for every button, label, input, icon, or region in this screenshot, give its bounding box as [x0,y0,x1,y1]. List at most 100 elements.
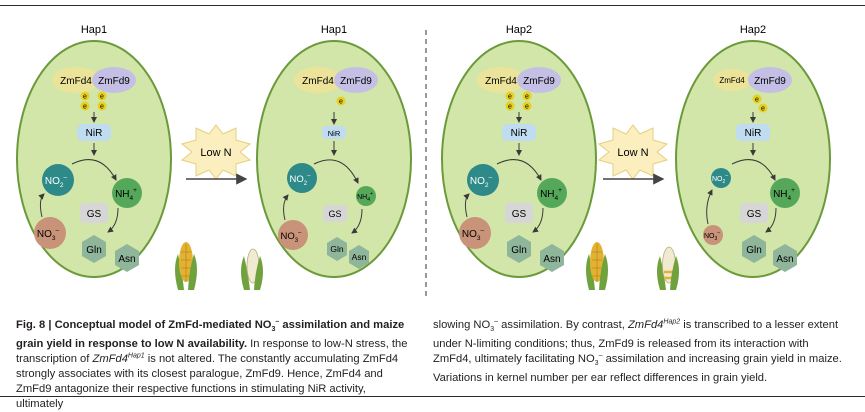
figure-title: Conceptual model of ZmFd-mediated NO3– a… [16,318,405,351]
ammonium-molecule [537,178,567,208]
nir-enzyme [77,124,111,141]
electron-label: e [83,94,87,101]
electron-group: e e e e [505,91,532,111]
gene-name: ZmFd4Hap2 [627,318,681,331]
cell-panel-hap1-control: Hap1 ZmFd4 ZmFd9 e e e e NiR NO2– NH4+ G… [16,24,197,290]
zmfd4-protein [294,67,342,93]
nitrite-label: NO2– [45,174,68,189]
figure-label: Fig. 8 | [16,319,55,331]
nitrite-label: NO2– [712,173,728,185]
ammonium-molecule [112,178,142,208]
zmfd9-protein [92,67,136,93]
ammonium-label: NH4+ [115,187,137,202]
electron-group: e e e e [80,91,107,111]
gene-name: ZmFd4Hap1 [92,352,145,366]
electron [522,101,532,111]
top-rule [0,5,865,6]
maize-ear-icon [175,242,197,290]
electron-label: e [755,97,759,104]
nitrate-molecule [703,225,723,245]
asparagine-label: Asn [776,254,793,265]
nitrite-molecule [287,163,317,193]
gs-enzyme [505,203,533,223]
ammonium-molecule [356,186,376,206]
nir-label: NiR [86,128,103,139]
zmfd9-label: ZmFd9 [98,76,130,87]
glutamine-label: Gln [511,245,527,256]
nir-enzyme [322,126,346,139]
gs-enzyme [740,203,768,223]
nir-label: NiR [328,129,341,138]
zmfd4-label: ZmFd4 [485,76,517,87]
electron-group: e e [752,94,768,113]
electron [97,101,107,111]
nitrite-label: NO2– [290,173,312,187]
nir-label: NiR [511,128,528,139]
zmfd4-protein [477,67,525,93]
electron-label: e [761,106,765,113]
electron-label: e [508,94,512,101]
low-n-stimulus-1: Low N [180,124,252,185]
electron [80,91,90,101]
gs-label: GS [328,209,341,219]
asparagine-molecule [115,244,139,272]
electron-label: e [525,104,529,111]
electron-label: e [339,99,343,106]
gs-enzyme [80,203,108,223]
nitrite-label: NO2– [470,174,493,189]
haplotype-label: Hap1 [81,24,107,36]
gs-enzyme [323,205,347,222]
electron-label: e [83,104,87,111]
asparagine-molecule [349,245,369,269]
ammonium-label: NH4+ [540,187,562,202]
electron [505,101,515,111]
low-n-stimulus-2: Low N [597,124,669,185]
zmfd4-protein [713,69,751,91]
electron [505,91,515,101]
haplotype-label: Hap2 [740,24,766,36]
gs-label: GS [87,209,102,220]
glutamine-molecule [327,237,347,261]
asparagine-molecule [773,244,797,272]
nitrate-molecule [34,217,66,249]
electron [97,91,107,101]
nitrate-label: NO3– [462,227,485,242]
asparagine-label: Asn [543,254,560,265]
nitrate-label: NO3– [704,230,720,242]
nir-enzyme [502,124,536,141]
electron [752,94,762,104]
zmfd4-label: ZmFd4 [719,76,745,85]
glutamine-molecule [507,235,531,263]
nir-enzyme [736,124,770,141]
low-n-label: Low N [200,147,231,159]
gs-label: GS [512,209,527,220]
maize-ear-icon [657,246,679,290]
electron [80,101,90,111]
electron-label: e [508,104,512,111]
zmfd9-label: ZmFd9 [754,76,786,87]
electron-label: e [525,94,529,101]
asparagine-label: Asn [352,252,367,262]
figure-caption-right: slowing NO3– assimilation. By contrast, … [433,318,842,385]
electron-label: e [100,94,104,101]
electron [758,103,768,113]
nitrite-molecule [42,164,74,196]
nir-label: NiR [745,128,762,139]
glutamine-label: Gln [86,245,102,256]
gs-label: GS [747,209,762,220]
nitrite-molecule [467,164,499,196]
nitrite-molecule [711,168,731,188]
zmfd4-label: ZmFd4 [60,76,92,87]
zmfd4-label: ZmFd4 [302,76,334,87]
zmfd4-protein [52,67,100,93]
electron [522,91,532,101]
nitrate-label: NO3– [281,230,303,244]
zmfd9-label: ZmFd9 [340,76,372,87]
asparagine-molecule [540,244,564,272]
haplotype-label: Hap1 [321,24,347,36]
glutamine-label: Gln [746,245,762,256]
nitrate-molecule [278,220,308,250]
maize-ear-icon [586,242,608,290]
cell-panel-hap1-low-n: Hap1 ZmFd4 ZmFd9 e NiR NO2– NH4+ GS NO3–… [241,24,412,290]
cell-body [256,40,412,278]
